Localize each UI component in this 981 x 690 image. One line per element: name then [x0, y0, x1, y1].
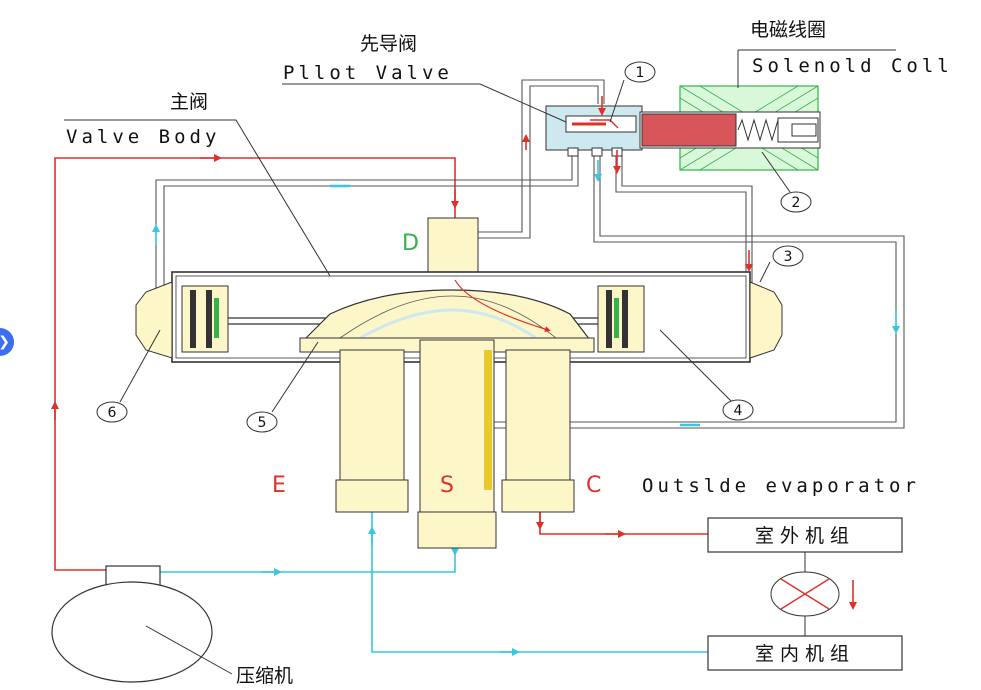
pilot-valve [545, 96, 643, 174]
callout-3: 3 [772, 245, 804, 267]
callout-4: 4 [722, 399, 754, 421]
valve-body-label-cn: 主阀 [170, 91, 208, 113]
solenoid-coil [639, 85, 821, 171]
callouts: 1 2 3 4 5 6 [96, 61, 812, 433]
solenoid-label-en: Solenold Coll [752, 55, 953, 77]
port-e-label: E [272, 473, 286, 498]
suction-line [160, 548, 456, 573]
callout-2: 2 [780, 191, 812, 213]
callout-5: 5 [246, 411, 278, 433]
port-c-label: C [586, 473, 601, 498]
system-components [51, 517, 903, 683]
leader-lines [64, 49, 896, 675]
carousel-next-button[interactable]: ❯ [0, 328, 14, 356]
outside-evaporator-label: Outslde evaporator [642, 475, 920, 497]
callout-6: 6 [96, 401, 128, 423]
svg-text:6: 6 [108, 405, 117, 421]
outdoor-unit-label: 室外机组 [755, 525, 855, 547]
compressor-label: 压缩机 [236, 665, 293, 687]
labels: 先导阀 Pllot Valve 电磁线圈 Solenold Coll 主阀 Va… [66, 19, 953, 687]
callout-1: 1 [624, 61, 656, 83]
discharge-line [54, 157, 456, 571]
valve-body-label-en: Valve Body [66, 126, 220, 148]
svg-text:4: 4 [734, 403, 743, 419]
svg-text:2: 2 [792, 195, 801, 211]
indoor-line [371, 500, 708, 653]
pilot-valve-label-en: Pllot Valve [283, 62, 453, 84]
svg-text:1: 1 [636, 65, 645, 81]
svg-text:3: 3 [784, 249, 793, 265]
svg-text:5: 5 [258, 415, 267, 431]
indoor-unit-label: 室内机组 [755, 643, 855, 665]
port-s-label: S [440, 473, 454, 498]
solenoid-label-cn: 电磁线圈 [750, 19, 826, 41]
main-valve-body [135, 217, 783, 549]
pilot-valve-label-cn: 先导阀 [360, 33, 417, 55]
port-d-label: D [402, 231, 419, 256]
